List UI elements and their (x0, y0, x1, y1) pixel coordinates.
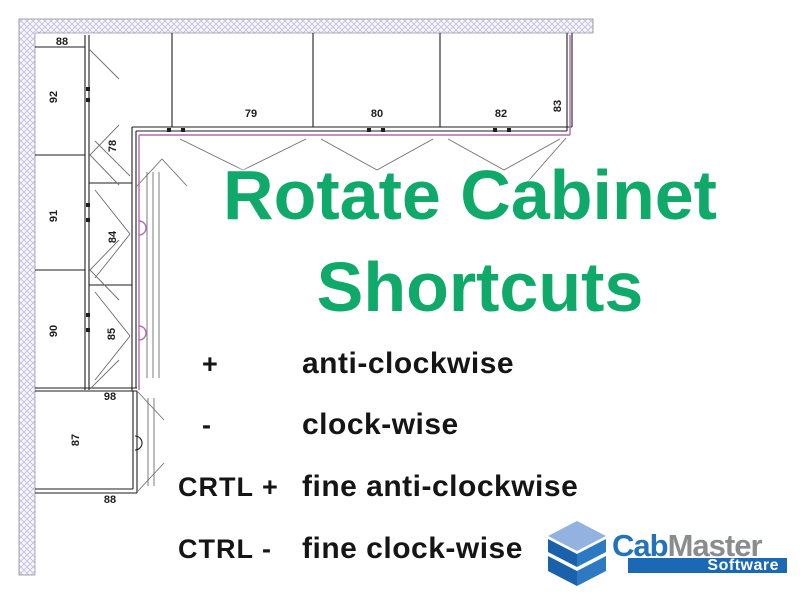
cabinet-label: 92 (48, 91, 60, 103)
door-swing-lines (88, 48, 567, 492)
logo-tagline-bar: Software (628, 558, 787, 574)
logo-wordmark: CabMaster (612, 528, 763, 564)
handle-ticks (86, 87, 511, 332)
cabinet-label: 88 (104, 494, 116, 506)
cabinet-label: 78 (107, 140, 119, 152)
shortcut-row-anticlockwise: + anti-clockwise (178, 347, 514, 381)
cabinet-label: 91 (48, 210, 60, 222)
shortcut-key: + (202, 349, 219, 379)
cabinet-label: 90 (48, 325, 60, 337)
shortcut-row-fine-clockwise: CTRL - fine clock-wise (178, 532, 523, 566)
shortcut-key: - (202, 410, 212, 440)
cabinet-label: 79 (245, 108, 257, 120)
cabinet-label: 98 (104, 391, 116, 403)
wall-hatch (18, 18, 594, 576)
shortcut-action: fine clock-wise (302, 532, 523, 565)
shortcut-action: clock-wise (302, 408, 459, 441)
cabinet-label: 82 (495, 108, 507, 120)
logo-word-cab: Cab (612, 528, 669, 563)
cabinet-label: 80 (371, 108, 383, 120)
shortcut-key: CTRL - (178, 534, 272, 564)
shortcut-key: CRTL + (178, 472, 279, 502)
benchtop-line (138, 35, 571, 390)
shortcut-row-clockwise: - clock-wise (178, 408, 459, 442)
cabinet-label: 85 (106, 328, 118, 340)
cabinet-label: 83 (552, 100, 564, 112)
page-title-line1: Rotate Cabinet (223, 156, 717, 234)
shortcut-row-fine-anticlockwise: CRTL + fine anti-clockwise (178, 470, 578, 504)
page-title-line2: Shortcuts (316, 248, 644, 326)
cabinet-labels: 88 92 78 91 84 90 85 98 87 88 79 80 82 8… (48, 36, 564, 506)
cabmaster-logo: CabMaster Software (546, 516, 796, 591)
logo-cube-icon (548, 521, 606, 586)
logo-word-master: Master (667, 528, 763, 563)
cabinet-label: 88 (56, 36, 68, 48)
shortcut-action: fine anti-clockwise (302, 470, 579, 503)
shortcut-action: anti-clockwise (302, 347, 515, 380)
cabinet-label: 84 (107, 230, 119, 243)
cabinet-label: 87 (70, 434, 82, 446)
